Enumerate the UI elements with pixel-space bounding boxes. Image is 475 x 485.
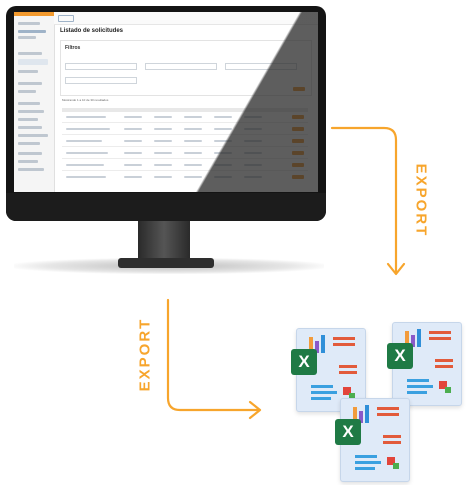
excel-document-icon: X bbox=[387, 322, 462, 406]
sidebar-item[interactable] bbox=[18, 142, 40, 145]
monitor-chin bbox=[6, 193, 326, 221]
table-cell bbox=[124, 152, 142, 154]
sidebar-item[interactable] bbox=[18, 30, 46, 33]
export-arrow-left-head bbox=[248, 400, 262, 420]
sidebar-item[interactable] bbox=[18, 102, 40, 105]
table-cell bbox=[124, 116, 142, 118]
filter-select[interactable] bbox=[65, 77, 137, 84]
excel-x-icon: X bbox=[291, 349, 317, 375]
sidebar-item[interactable] bbox=[18, 70, 38, 73]
sidebar-item[interactable] bbox=[18, 168, 44, 171]
sidebar-item-active[interactable] bbox=[18, 59, 48, 65]
export-label-right: EXPORT bbox=[412, 163, 430, 238]
table-cell bbox=[124, 164, 142, 166]
table-cell bbox=[66, 176, 106, 178]
table-cell bbox=[124, 128, 142, 130]
page-title: Listado de solicitudes bbox=[60, 28, 124, 34]
back-button[interactable] bbox=[58, 15, 74, 22]
sidebar-item[interactable] bbox=[18, 152, 42, 155]
export-arrow-left-path bbox=[166, 298, 260, 412]
excel-x-icon: X bbox=[387, 343, 413, 369]
table-cell bbox=[124, 176, 142, 178]
monitor-stand bbox=[138, 221, 190, 263]
sidebar-item[interactable] bbox=[18, 82, 42, 85]
excel-x-icon: X bbox=[335, 419, 361, 445]
sidebar-item[interactable] bbox=[18, 134, 48, 137]
table-cell bbox=[66, 128, 110, 130]
sidebar-item[interactable] bbox=[18, 110, 44, 113]
sidebar-item[interactable] bbox=[18, 22, 40, 25]
sidebar-item[interactable] bbox=[18, 160, 38, 163]
table-cell bbox=[66, 116, 106, 118]
sidebar-brand-bar bbox=[14, 12, 54, 16]
excel-document-icon: X bbox=[335, 398, 410, 482]
table-cell bbox=[66, 152, 108, 154]
filters-title: Filtros bbox=[65, 45, 81, 51]
export-label-left: EXPORT bbox=[136, 317, 154, 392]
table-cell bbox=[66, 164, 104, 166]
sidebar-item[interactable] bbox=[18, 36, 36, 39]
sidebar-item[interactable] bbox=[18, 52, 42, 55]
export-arrow-right-head bbox=[386, 262, 406, 276]
export-arrow-right-path bbox=[330, 126, 398, 274]
table-cell bbox=[66, 140, 102, 142]
app-sidebar bbox=[14, 12, 55, 192]
filter-select[interactable] bbox=[65, 63, 137, 70]
sidebar-item[interactable] bbox=[18, 126, 42, 129]
pagination-label: Mostrando 1 a 10 de 30 resultados bbox=[62, 98, 109, 102]
monitor-foot bbox=[118, 258, 214, 268]
table-cell bbox=[124, 140, 142, 142]
sidebar-item[interactable] bbox=[18, 118, 38, 121]
sidebar-item[interactable] bbox=[18, 90, 36, 93]
